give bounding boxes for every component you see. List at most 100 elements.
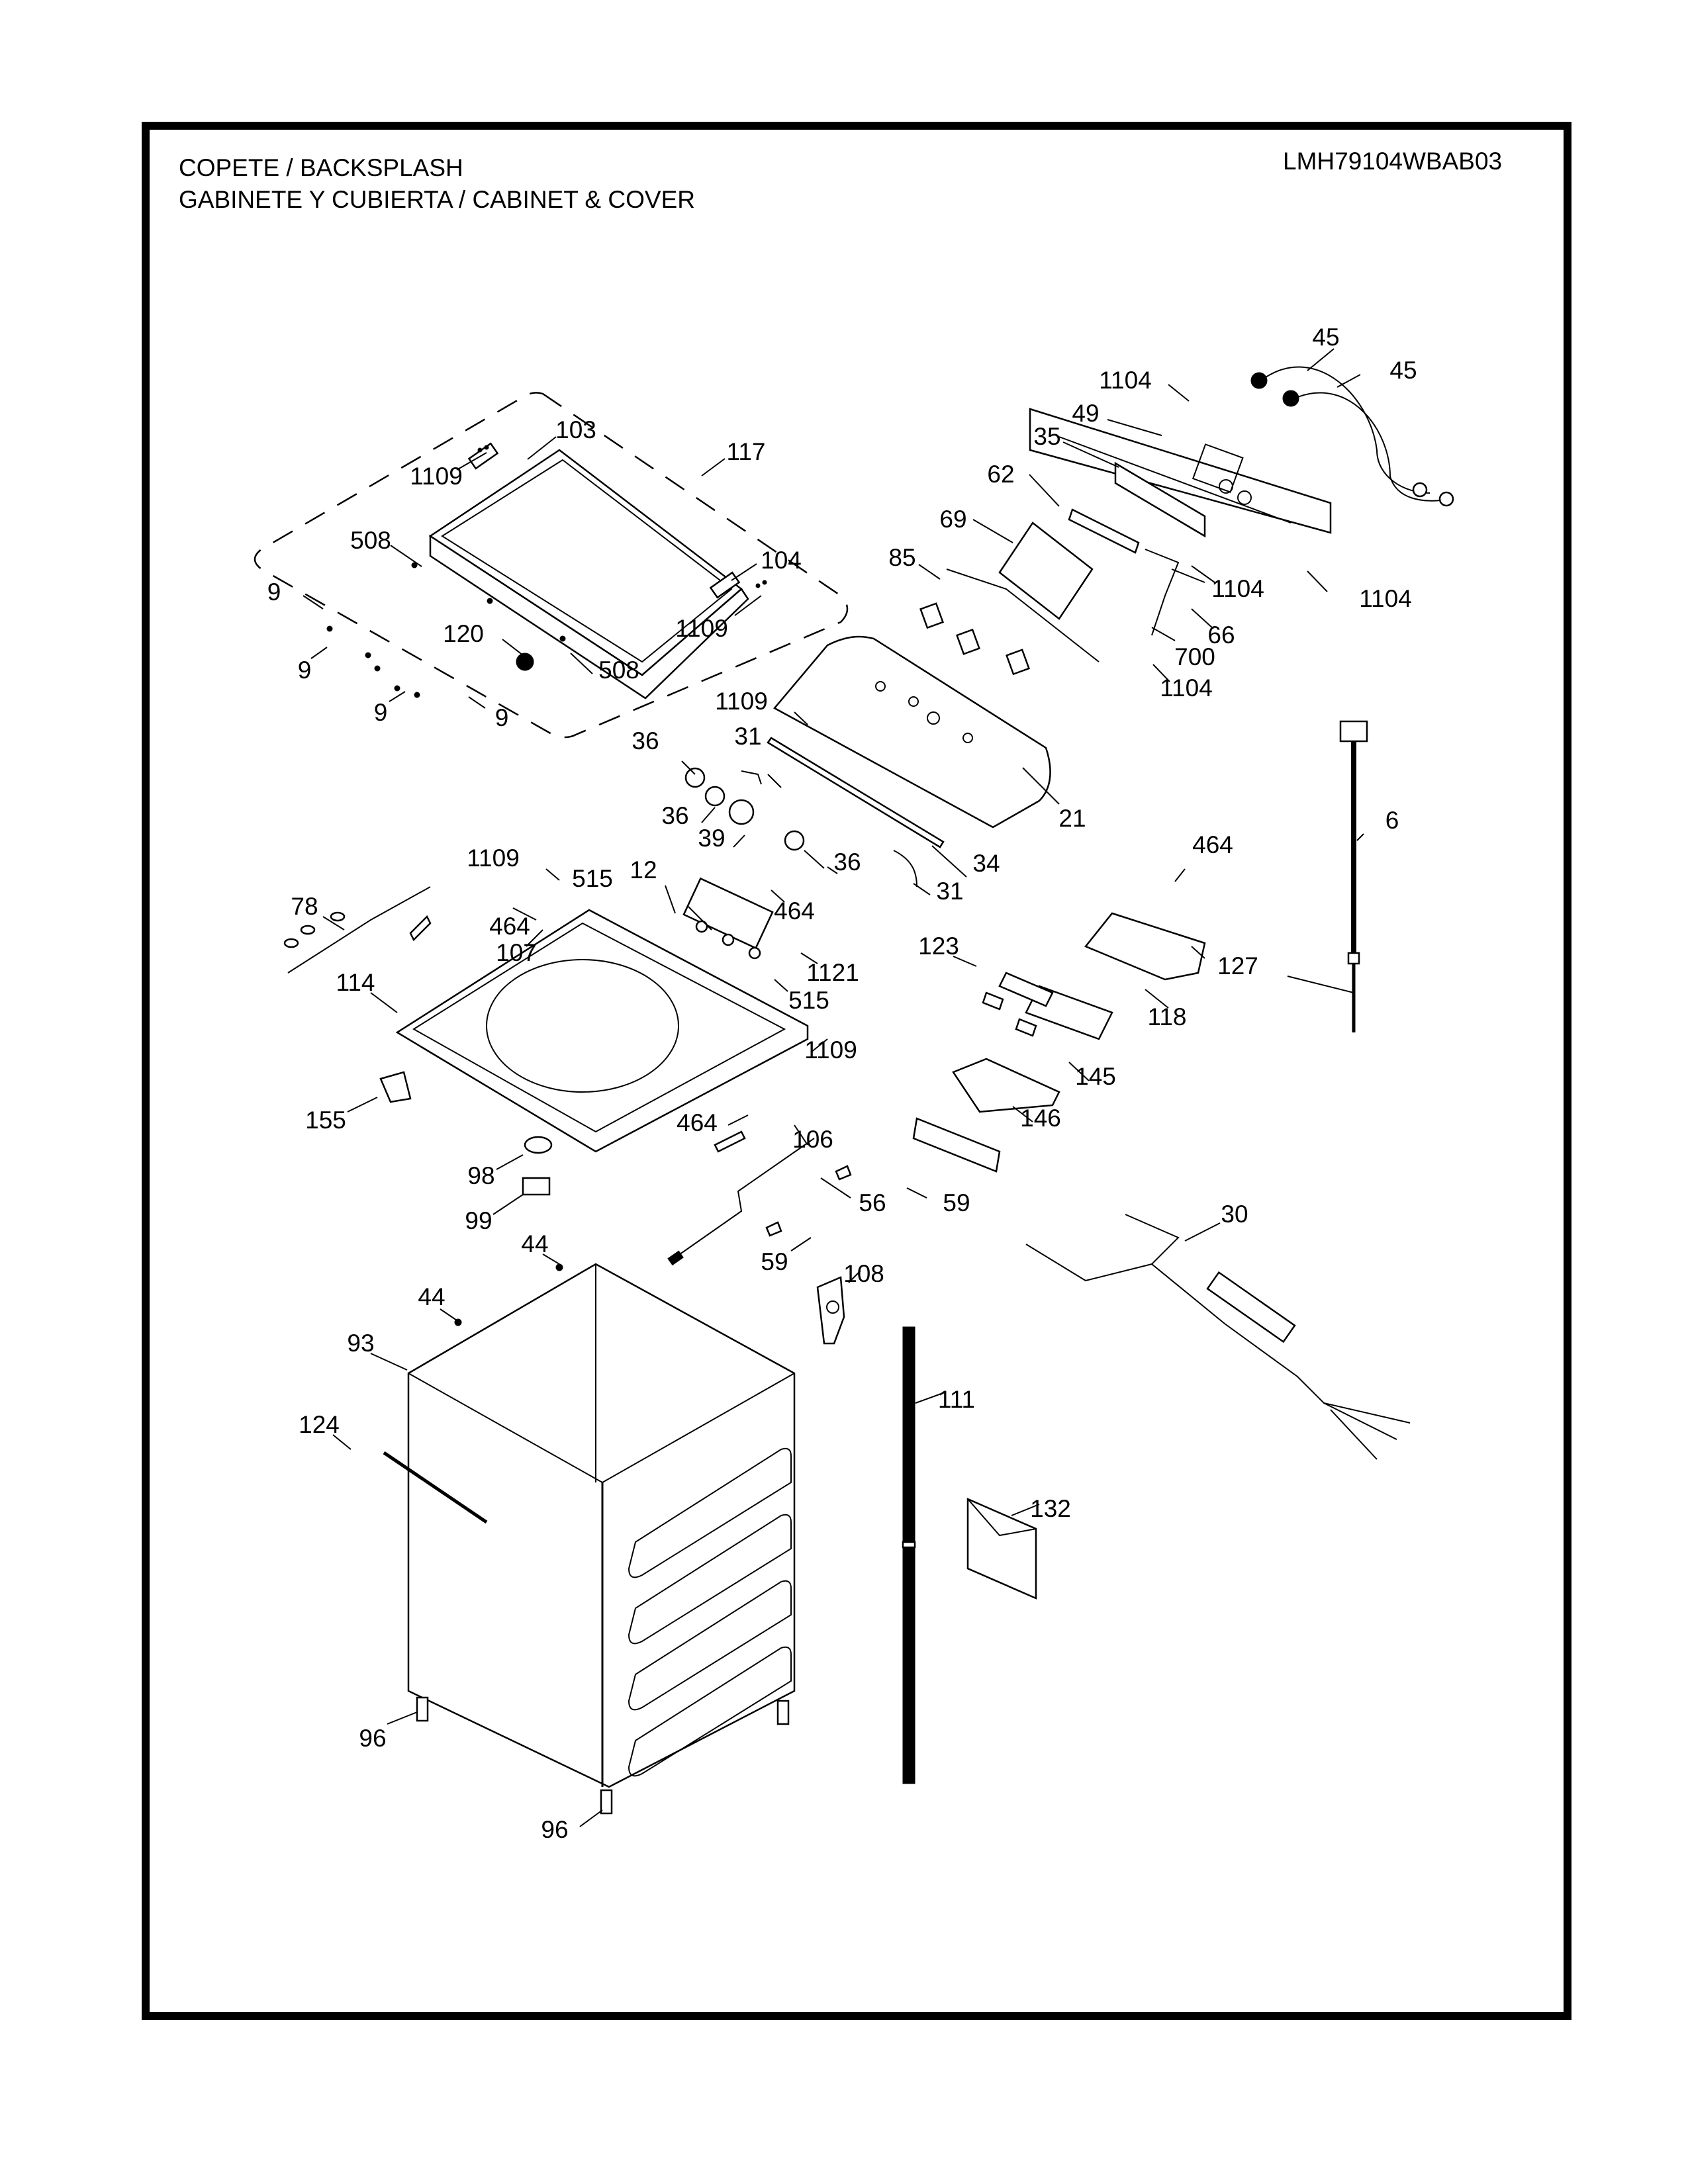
callout-59-a[interactable]: 59 [943,1189,970,1216]
callout-700[interactable]: 700 [1174,643,1215,670]
callout-85[interactable]: 85 [888,544,916,571]
wire-harness-85 [919,569,1100,676]
callout-107[interactable]: 107 [496,939,537,966]
callout-21[interactable]: 21 [1058,805,1086,832]
callout-120[interactable]: 120 [443,620,484,647]
callout-31-a[interactable]: 31 [734,723,762,750]
callout-464-c[interactable]: 464 [1192,831,1233,858]
callout-1109-c[interactable]: 1109 [715,688,768,715]
callout-36-c[interactable]: 36 [833,848,861,876]
callout-114[interactable]: 114 [336,969,375,996]
callout-98[interactable]: 98 [467,1162,495,1189]
callout-1104-a[interactable]: 1104 [1099,367,1152,394]
lid-part [428,449,749,700]
callout-1104-c[interactable]: 1104 [1359,585,1412,612]
callout-69[interactable]: 69 [939,506,967,533]
callout-106[interactable]: 106 [792,1126,833,1153]
rear-panel-49 [1029,408,1332,534]
callout-464-b[interactable]: 464 [489,913,530,940]
callout-117[interactable]: 117 [726,438,766,465]
small-fasteners-lid [326,445,767,698]
callout-44-b[interactable]: 44 [418,1283,445,1310]
leader-lines [303,348,1364,1827]
leveling-leg-96-b [776,1700,790,1725]
callout-45-a[interactable]: 45 [1312,324,1340,351]
callout-155[interactable]: 155 [305,1107,346,1134]
callout-127[interactable]: 127 [1217,952,1258,979]
cover-108 [816,1276,845,1345]
bracket-155 [379,1071,412,1103]
callout-62[interactable]: 62 [987,461,1015,488]
screw-44-a [555,1263,563,1271]
callout-1104-d[interactable]: 1104 [1160,674,1213,702]
hinge-103 [467,442,499,470]
callout-103[interactable]: 103 [555,416,596,443]
callout-12[interactable]: 12 [630,856,657,884]
callout-1109-a[interactable]: 1109 [410,463,463,490]
callout-1121[interactable]: 1121 [806,959,859,986]
model-number: LMH79104WBAB03 [1283,148,1503,175]
pcb-69 [998,522,1094,620]
callout-36-a[interactable]: 36 [632,727,659,754]
callout-45-b[interactable]: 45 [1389,357,1417,384]
cap-98 [524,1136,553,1154]
callout-35[interactable]: 35 [1033,423,1061,450]
callout-1109-e[interactable]: 1109 [804,1036,857,1064]
bracket-124 [383,1451,488,1524]
callout-508-b[interactable]: 508 [598,657,639,684]
wire-harness-56 [667,1138,815,1266]
callout-9-a[interactable]: 9 [267,578,281,606]
callout-39[interactable]: 39 [698,825,726,852]
leveling-leg-96-c [600,1789,613,1815]
callout-108[interactable]: 108 [843,1260,884,1287]
callout-96-b[interactable]: 96 [541,1816,569,1843]
trim-34 [767,737,945,848]
callout-36-b[interactable]: 36 [661,802,689,829]
lid-assembly-boundary [254,392,849,739]
callout-31-b[interactable]: 31 [936,878,964,905]
owners-manual-132 [966,1498,1037,1600]
callout-30[interactable]: 30 [1221,1201,1248,1228]
callout-104[interactable]: 104 [761,547,802,574]
leveling-leg-96-a [416,1696,429,1722]
diagram-border [142,122,1571,2020]
callout-44-a[interactable]: 44 [521,1230,549,1257]
callout-111[interactable]: 111 [937,1386,976,1413]
callout-6[interactable]: 6 [1385,807,1399,834]
callout-464-a[interactable]: 464 [774,897,815,925]
callout-9-b[interactable]: 9 [297,657,312,684]
callout-508-a[interactable]: 508 [350,527,391,554]
wire-harness-78 [283,886,431,974]
dispenser-housing-127 [1084,912,1206,981]
callout-96-a[interactable]: 96 [359,1725,387,1752]
callout-123[interactable]: 123 [918,933,959,960]
callout-99[interactable]: 99 [465,1207,492,1234]
end-cap-31-lower [893,850,917,887]
callout-124[interactable]: 124 [299,1411,340,1438]
knob-36-b [704,786,726,807]
callout-9-c[interactable]: 9 [373,699,388,726]
bracket-62 [1068,508,1140,554]
callout-132[interactable]: 132 [1030,1495,1071,1522]
callout-515-b[interactable]: 515 [788,987,829,1014]
callout-78[interactable]: 78 [291,893,318,920]
clip-59-a [835,1165,852,1181]
callout-1109-d[interactable]: 1109 [467,844,520,872]
callout-118[interactable]: 118 [1147,1003,1187,1030]
tube-66 [1145,549,1205,636]
callout-1104-b[interactable]: 1104 [1211,575,1264,602]
callout-515-a[interactable]: 515 [572,865,613,892]
callout-59-b[interactable]: 59 [761,1248,788,1275]
callout-1109-b[interactable]: 1109 [675,615,728,642]
callout-464-d[interactable]: 464 [677,1109,718,1136]
insulation-35 [1114,461,1206,538]
callout-34[interactable]: 34 [972,850,1000,877]
callout-93[interactable]: 93 [347,1330,375,1357]
callout-49[interactable]: 49 [1072,400,1100,427]
callout-56[interactable]: 56 [859,1189,886,1216]
callout-145[interactable]: 145 [1075,1063,1116,1090]
callout-9-d[interactable]: 9 [494,704,509,731]
callout-146[interactable]: 146 [1020,1105,1061,1132]
callout-66[interactable]: 66 [1207,621,1235,649]
